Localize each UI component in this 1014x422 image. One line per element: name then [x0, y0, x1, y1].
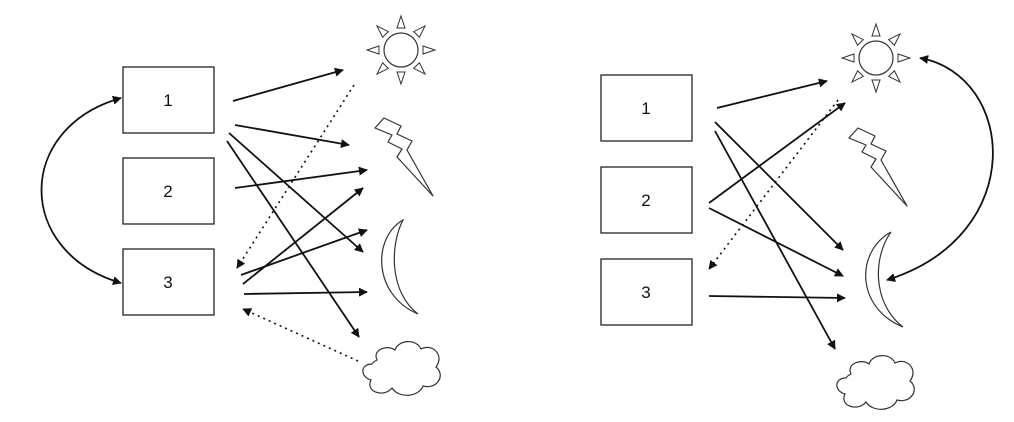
- curved-arrow-1-3: [40, 95, 122, 286]
- dotted-arrow-cloud-to-3: [242, 308, 359, 362]
- arrow-2-to-sun: [708, 102, 846, 204]
- node-box-3: [600, 258, 693, 326]
- lightning-icon: [374, 117, 434, 197]
- node-label-2: 2: [641, 191, 650, 210]
- node-label-1: 1: [163, 91, 172, 110]
- arrow-1-to-sun: [232, 67, 344, 102]
- arrow-1-to-cloud: [226, 140, 360, 338]
- sun-icon: [840, 22, 912, 94]
- node-box-1: [122, 66, 215, 134]
- node-label-2: 2: [163, 182, 172, 201]
- node-label-3: 3: [163, 273, 172, 292]
- arrow-1-to-moon: [714, 121, 844, 251]
- node-box-1: [600, 74, 693, 142]
- arrow-1-to-cloud: [714, 130, 836, 350]
- arrow-2-to-lightning: [234, 166, 368, 189]
- arrow-1-to-lightning: [234, 124, 350, 149]
- arrow-1-to-sun: [716, 78, 828, 109]
- arrow-3-to-moon-upper: [240, 228, 368, 276]
- left-panel: 1 2 3: [40, 14, 441, 396]
- cloud-icon: [362, 341, 441, 396]
- arrow-3-to-moon: [243, 287, 368, 297]
- cloud-icon: [836, 355, 915, 410]
- node-box-2: [122, 157, 215, 225]
- moon-icon: [381, 218, 419, 315]
- sun-icon: [365, 14, 437, 86]
- node-box-3: [122, 248, 215, 316]
- node-box-2: [600, 166, 693, 234]
- curved-arrow-sun-moon: [886, 55, 994, 282]
- node-label-3: 3: [641, 283, 650, 302]
- right-panel: 1 2 3: [600, 22, 994, 410]
- arrow-2-to-moon: [708, 207, 844, 277]
- arrow-1-to-moon: [228, 132, 364, 253]
- node-label-1: 1: [641, 99, 650, 118]
- moon-icon: [865, 231, 904, 328]
- arrow-3-to-moon: [708, 293, 846, 303]
- dotted-arrow-sun-to-3: [236, 84, 355, 269]
- lightning-icon: [848, 127, 908, 207]
- dotted-arrow-sun-to-3: [708, 99, 839, 270]
